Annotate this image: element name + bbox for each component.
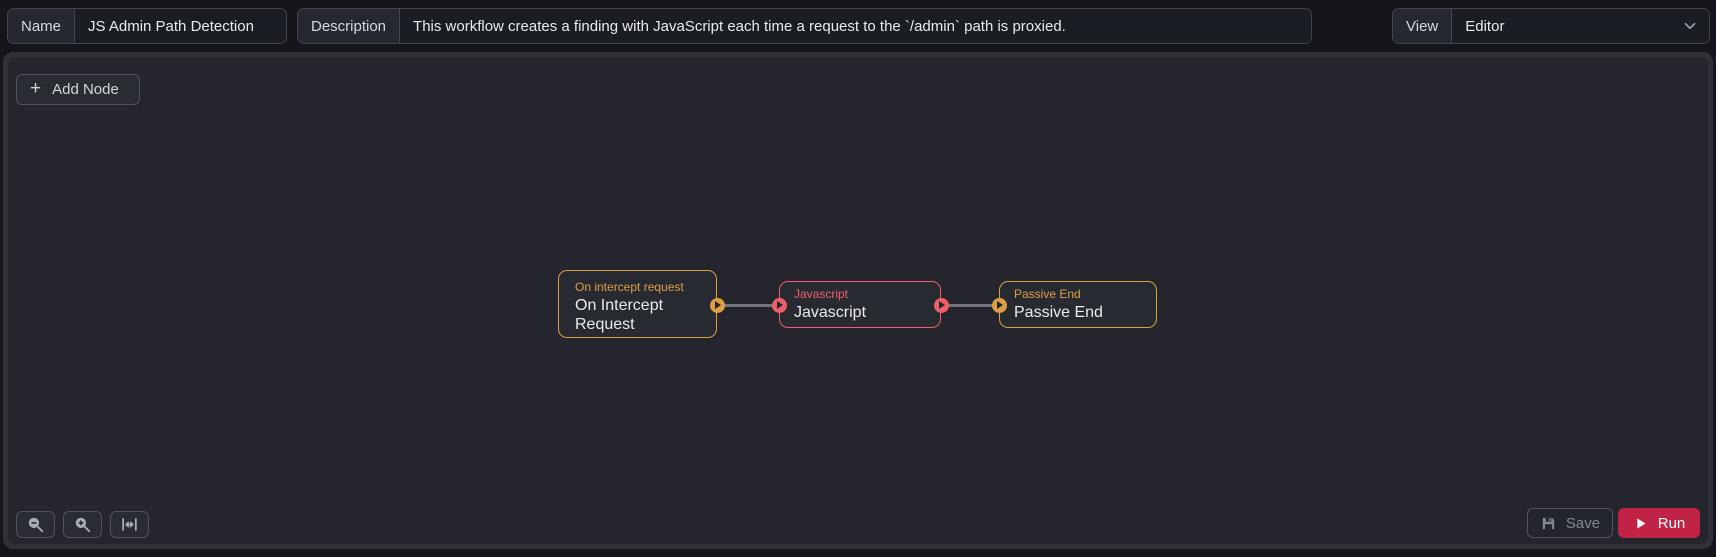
node-caption: Javascript [794, 287, 849, 301]
node-on-intercept-request[interactable]: On intercept request On Intercept Reques… [558, 270, 717, 338]
save-label: Save [1565, 514, 1601, 532]
play-icon [776, 301, 783, 309]
workflow-name-group: Name [7, 8, 287, 44]
plus-icon: + [30, 78, 42, 99]
name-label: Name [8, 9, 76, 43]
node-caption: On intercept request [575, 280, 684, 294]
edge-trigger-to-javascript[interactable] [717, 304, 779, 307]
add-node-label: Add Node [52, 81, 119, 98]
run-label: Run [1657, 514, 1686, 532]
play-icon [714, 301, 721, 309]
node-title: Javascript [794, 304, 867, 321]
workflow-description-input[interactable] [400, 9, 1311, 43]
fit-to-width-button[interactable] [110, 511, 149, 538]
magnifier-plus-icon [75, 517, 91, 533]
output-port[interactable] [709, 297, 725, 313]
zoom-toolbar [16, 511, 149, 538]
workflow-description-group: Description [297, 8, 1312, 44]
magnifier-minus-icon [28, 517, 44, 533]
view-label: View [1393, 9, 1453, 43]
node-title: Passive End [1014, 304, 1103, 321]
zoom-in-button[interactable] [63, 511, 102, 538]
output-port[interactable] [933, 297, 949, 313]
save-button[interactable]: Save [1527, 508, 1613, 538]
input-port[interactable] [991, 297, 1007, 313]
zoom-out-button[interactable] [16, 511, 55, 538]
node-passive-end[interactable]: Passive End Passive End [999, 281, 1157, 328]
node-caption: Passive End [1014, 287, 1081, 301]
view-group: View Editor [1392, 8, 1710, 44]
view-select[interactable]: Editor [1452, 9, 1709, 43]
add-node-button[interactable]: + Add Node [16, 74, 140, 105]
view-select-value: Editor [1465, 17, 1505, 35]
workflow-name-input[interactable] [75, 9, 286, 43]
play-icon [1637, 518, 1646, 528]
fit-width-icon [122, 518, 137, 531]
play-icon [938, 301, 945, 309]
run-button[interactable]: Run [1618, 508, 1700, 538]
node-title: On Intercept Request [575, 297, 664, 333]
description-label: Description [298, 9, 401, 43]
action-toolbar: Save Run [1527, 508, 1700, 538]
chevron-down-icon [1684, 22, 1696, 30]
edge-javascript-to-passive-end[interactable] [941, 304, 999, 307]
workflow-canvas-card: + Add Node On intercept request On Inter… [3, 52, 1713, 549]
input-port[interactable] [771, 297, 787, 313]
play-icon [996, 301, 1003, 309]
floppy-disk-icon [1542, 517, 1555, 529]
node-javascript[interactable]: Javascript Javascript [779, 281, 941, 328]
workflow-canvas[interactable]: + Add Node On intercept request On Inter… [8, 57, 1708, 544]
